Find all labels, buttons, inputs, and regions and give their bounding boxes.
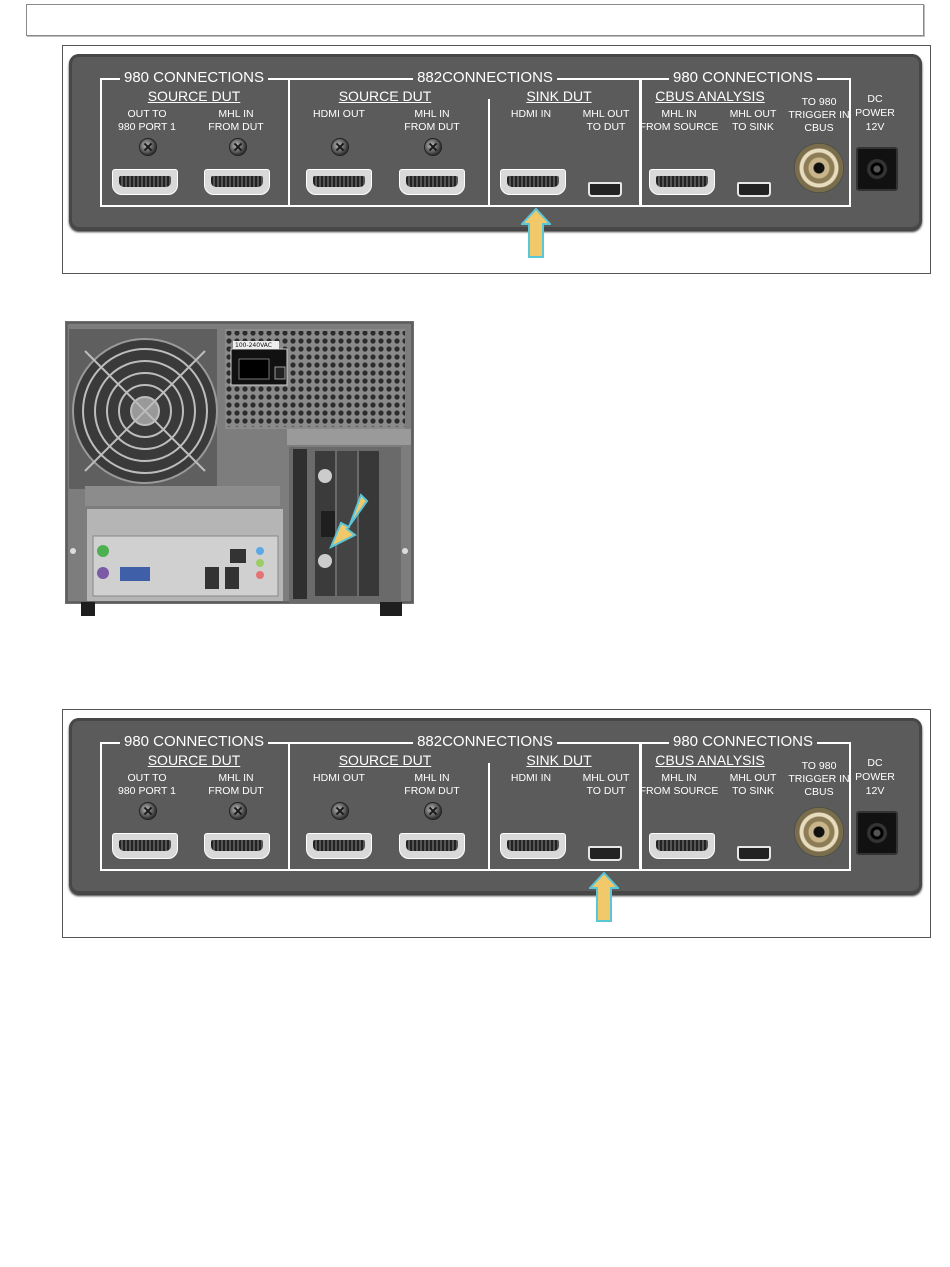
- dc-power-label: DC POWER 12V: [855, 93, 895, 133]
- screw-icon: [331, 138, 349, 156]
- port-label-trigger-cbus: TO 980 TRIGGER IN CBUS: [788, 760, 850, 798]
- port-label-out-to-980: OUT TO 980 PORT 1: [118, 108, 176, 133]
- group-title-980-cbus: 980 CONNECTIONS: [668, 733, 818, 750]
- port-label-mhl-in-from-source: MHL IN FROM SOURCE: [639, 108, 719, 133]
- hdmi-in-port-icon: [500, 169, 566, 195]
- port-label-hdmi-in: HDMI IN: [510, 108, 552, 120]
- section-sink-dut: SINK DUT: [526, 752, 592, 768]
- micro-usb-port-icon: [588, 846, 622, 861]
- hdmi-port-icon: [112, 833, 178, 859]
- section-cbus-analysis: CBUS ANALYSIS: [655, 752, 765, 768]
- port-label-trigger-cbus: TO 980 TRIGGER IN CBUS: [788, 96, 850, 134]
- screw-icon: [229, 802, 247, 820]
- port-label-hdmi-in: HDMI IN: [510, 772, 552, 784]
- hdmi-in-port-icon: [500, 833, 566, 859]
- port-label-mhl-out-to-dut: MHL OUT TO DUT: [582, 772, 630, 797]
- port-label-mhl-out-to-dut: MHL OUT TO DUT: [582, 108, 630, 133]
- port-label-mhl-out-to-sink: MHL OUT TO SINK: [729, 772, 777, 797]
- connections-figure-top: 980 CONNECTIONS 882CONNECTIONS 980 CONNE…: [62, 45, 931, 274]
- pc-rear-photo: 100-240VAC: [65, 321, 414, 616]
- port-label-out-to-980: OUT TO 980 PORT 1: [118, 772, 176, 797]
- group-title-882: 882CONNECTIONS: [413, 733, 557, 750]
- port-label-mhl-in-from-dut-882: MHL IN FROM DUT: [404, 772, 460, 797]
- hdmi-port-icon: [399, 833, 465, 859]
- screw-icon: [139, 138, 157, 156]
- screw-icon: [424, 138, 442, 156]
- header-bar: [26, 4, 924, 36]
- port-label-mhl-in-from-dut: MHL IN FROM DUT: [208, 772, 264, 797]
- up-arrow-icon: [589, 872, 619, 922]
- connections-figure-bottom: 980 CONNECTIONS 882CONNECTIONS 980 CONNE…: [62, 709, 931, 938]
- group-outline-882: [288, 78, 642, 207]
- hdmi-port-icon: [399, 169, 465, 195]
- hdmi-port-icon: [112, 169, 178, 195]
- screw-icon: [331, 802, 349, 820]
- hdmi-port-icon: [306, 833, 372, 859]
- group-title-980-source: 980 CONNECTIONS: [119, 69, 269, 86]
- screw-icon: [229, 138, 247, 156]
- hdmi-port-icon: [306, 169, 372, 195]
- micro-usb-port-icon: [737, 182, 771, 197]
- group-title-882: 882CONNECTIONS: [413, 69, 557, 86]
- dc-jack-icon: [856, 811, 898, 855]
- section-cbus-analysis: CBUS ANALYSIS: [655, 88, 765, 104]
- section-source-dut-882: SOURCE DUT: [338, 88, 432, 104]
- port-label-hdmi-out: HDMI OUT: [313, 108, 365, 120]
- section-source-dut-980: SOURCE DUT: [147, 88, 241, 104]
- rear-panel: 980 CONNECTIONS 882CONNECTIONS 980 CONNE…: [69, 54, 922, 230]
- hdmi-port-icon: [649, 169, 715, 195]
- hdmi-port-icon: [204, 169, 270, 195]
- hdmi-port-icon: [204, 833, 270, 859]
- section-divider: [488, 99, 490, 205]
- bnc-connector-icon: [794, 807, 844, 857]
- screw-icon: [139, 802, 157, 820]
- port-label-mhl-in-from-dut: MHL IN FROM DUT: [208, 108, 264, 133]
- hdmi-port-icon: [649, 833, 715, 859]
- section-source-dut-882: SOURCE DUT: [338, 752, 432, 768]
- rear-panel: 980 CONNECTIONS 882CONNECTIONS 980 CONNE…: [69, 718, 922, 894]
- dc-jack-icon: [856, 147, 898, 191]
- section-source-dut-980: SOURCE DUT: [147, 752, 241, 768]
- dc-power-label: DC POWER 12V: [855, 757, 895, 797]
- section-divider: [488, 763, 490, 869]
- group-outline-882: [288, 742, 642, 871]
- port-label-mhl-out-to-sink: MHL OUT TO SINK: [729, 108, 777, 133]
- port-label-mhl-in-from-source: MHL IN FROM SOURCE: [639, 772, 719, 797]
- psu-voltage-label: 100-240VAC: [235, 342, 272, 349]
- group-outline-980-cbus: [639, 78, 851, 207]
- port-label-hdmi-out: HDMI OUT: [313, 772, 365, 784]
- screw-icon: [424, 802, 442, 820]
- micro-usb-port-icon: [588, 182, 622, 197]
- group-title-980-cbus: 980 CONNECTIONS: [668, 69, 818, 86]
- group-title-980-source: 980 CONNECTIONS: [119, 733, 269, 750]
- bnc-connector-icon: [794, 143, 844, 193]
- section-sink-dut: SINK DUT: [526, 88, 592, 104]
- group-outline-980-cbus: [639, 742, 851, 871]
- up-arrow-icon: [521, 208, 551, 258]
- port-label-mhl-in-from-dut-882: MHL IN FROM DUT: [404, 108, 460, 133]
- micro-usb-port-icon: [737, 846, 771, 861]
